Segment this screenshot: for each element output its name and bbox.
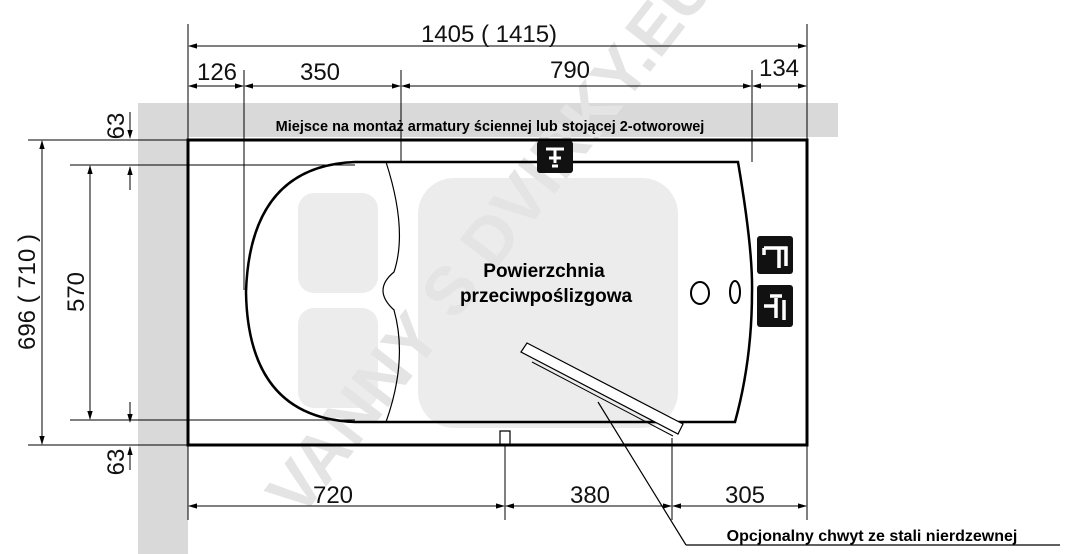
surface-label-line2: przeciwpoślizgowa: [460, 286, 633, 307]
mixer-faucet-icon: [757, 285, 793, 327]
bathtub-basin: [244, 160, 754, 424]
bathtub-outline: [186, 138, 809, 447]
dim-top-segment-4: 134: [759, 55, 799, 82]
left-dimensions: 696 ( 710 ) 570 63 63: [14, 112, 355, 475]
watermark-block: [298, 193, 378, 293]
watermark-band-vertical: [138, 103, 188, 554]
bottom-notch: [499, 430, 511, 445]
dim-bottom-segment-2: 380: [570, 482, 610, 509]
grab-handle-leader: [597, 401, 687, 546]
drain-hole: [690, 281, 710, 305]
standing-faucet-icon: [757, 236, 793, 274]
surface-label-line1: Powierzchnia: [483, 261, 605, 282]
dim-bottom-segment-3: 305: [725, 482, 765, 509]
grab-handle-note: Opcjonalny chwyt ze stali nierdzewnej: [727, 528, 1018, 545]
dim-total-width: 1405 ( 1415): [421, 21, 557, 48]
top-dimensions: 1405 ( 1415) 126 350 790 134: [187, 21, 808, 290]
grab-handle: [520, 342, 684, 435]
overflow-hole: [729, 280, 741, 304]
dim-bottom-segment-1: 720: [313, 482, 353, 509]
dim-top-segment-3: 790: [550, 57, 590, 84]
grab-handle-edge: [531, 361, 674, 437]
dim-bottom-offset: 63: [103, 449, 130, 476]
dim-total-height: 696 ( 710 ): [14, 234, 41, 350]
dim-top-offset: 63: [103, 113, 130, 140]
watermark-block: [298, 308, 378, 408]
mounting-note: Miejsce na montaż armatury ściennej lub …: [276, 119, 705, 135]
bottom-dimensions: 720 380 305: [187, 438, 808, 520]
watermark-block: [418, 178, 678, 428]
wall-faucet-icon: [537, 141, 573, 173]
headrest-contour: [382, 161, 401, 423]
watermark-band-horizontal: [138, 103, 838, 137]
dim-top-segment-2: 350: [300, 59, 340, 86]
dim-inner-height: 570: [63, 272, 90, 312]
dim-top-segment-1: 126: [197, 59, 237, 86]
